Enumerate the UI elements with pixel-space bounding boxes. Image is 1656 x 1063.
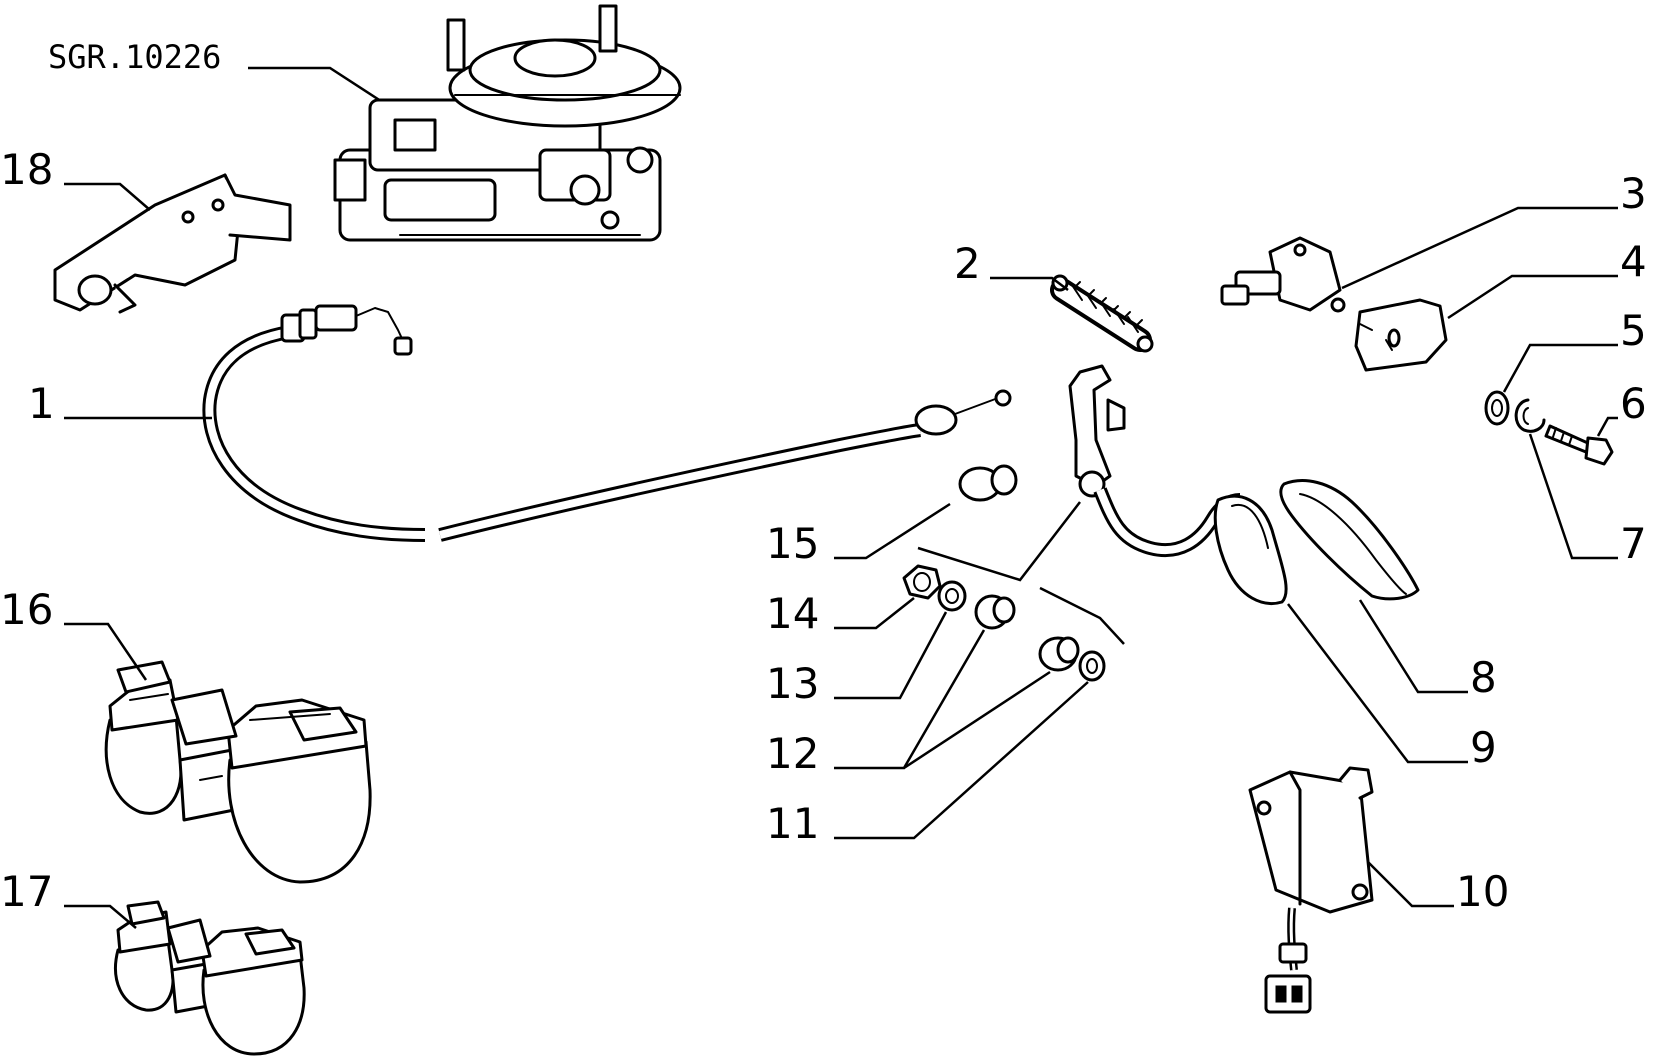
reference-code: SGR.10226	[48, 38, 221, 76]
leader-10	[1367, 861, 1454, 908]
leader-15	[834, 502, 951, 560]
part-3-stop-switch	[1220, 236, 1346, 313]
callout-2: 2	[954, 239, 981, 288]
callout-18: 18	[0, 145, 53, 194]
leader-7	[1528, 433, 1618, 560]
part-5-washer	[1484, 390, 1510, 426]
part-16-cable-clip	[104, 660, 372, 884]
leader-17	[64, 904, 137, 929]
leader-18	[64, 182, 151, 211]
callout-5: 5	[1620, 306, 1647, 355]
leader-3	[1341, 206, 1618, 290]
part-12-bushes	[974, 594, 1080, 672]
callout-6: 6	[1620, 379, 1647, 428]
leader-11	[834, 681, 1089, 840]
leader-13	[834, 611, 948, 700]
callout-15: 15	[766, 519, 819, 568]
callout-7: 7	[1620, 519, 1647, 568]
callout-3: 3	[1620, 169, 1647, 218]
leader-6	[1596, 416, 1618, 437]
leader-5	[1502, 343, 1618, 393]
callout-13: 13	[766, 659, 819, 708]
leader-12b	[903, 670, 1051, 770]
callout-12: 12	[766, 729, 819, 778]
part-7-spring-washer	[1514, 398, 1546, 433]
leader-4	[1447, 274, 1618, 320]
leader-16	[64, 622, 148, 681]
part-2-return-spring	[1050, 274, 1154, 353]
part-1-accelerator-cable	[202, 304, 1012, 542]
part-18-bracket	[53, 173, 292, 314]
callout-1: 1	[28, 379, 55, 428]
callout-8: 8	[1470, 653, 1497, 702]
part-11-washer	[1078, 650, 1106, 682]
leader-2	[990, 276, 1069, 291]
part-15-pivot-bush	[958, 464, 1018, 502]
callout-9: 9	[1470, 723, 1497, 772]
leader-8	[1358, 599, 1468, 694]
part-14-nut	[902, 564, 942, 600]
leader-14	[834, 597, 915, 630]
part-8-pedal-pad	[1279, 479, 1420, 601]
callout-11: 11	[766, 799, 819, 848]
callout-4: 4	[1620, 237, 1647, 286]
part-9-accelerator-pedal-lever	[1068, 364, 1288, 605]
leader-9	[1287, 603, 1468, 764]
callout-16: 16	[0, 585, 53, 634]
part-6-bolt	[1544, 424, 1614, 466]
callout-10: 10	[1456, 867, 1509, 916]
group-bracket-pivot-kit	[917, 501, 1081, 582]
callout-14: 14	[766, 589, 819, 638]
callout-17: 17	[0, 867, 53, 916]
part-4-cover-plate	[1354, 298, 1448, 372]
part-13-washer	[937, 580, 967, 612]
part-10-pedal-sensor	[1248, 766, 1374, 1014]
part-17-cable-clip-small	[114, 900, 306, 1056]
carburettor-illustration	[333, 4, 682, 242]
group-bracket-bushings	[1039, 586, 1125, 645]
